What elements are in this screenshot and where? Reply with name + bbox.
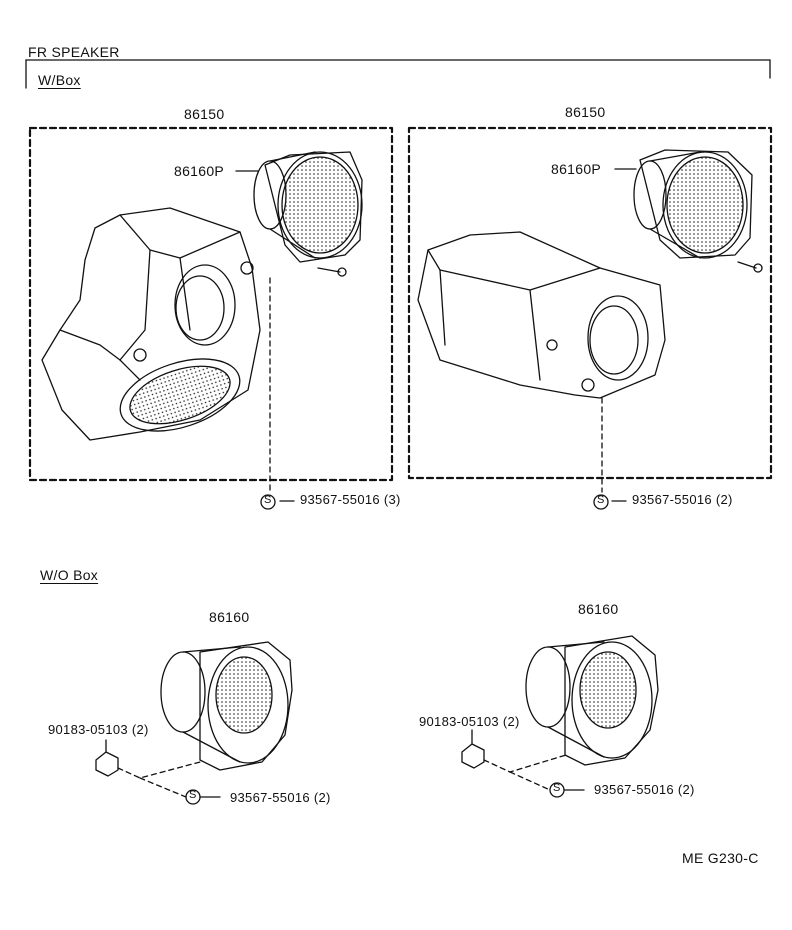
figure-code: ME G230-C bbox=[682, 850, 759, 866]
speaker-box-right bbox=[417, 231, 666, 399]
callout-speaker-right: 86160P bbox=[551, 161, 602, 177]
callout-box-right: 86150 bbox=[565, 104, 606, 120]
callout-screw-right: 93567-55016 (2) bbox=[632, 492, 733, 507]
screw-symbol-letter: S bbox=[553, 782, 561, 794]
screw-left bbox=[317, 267, 347, 277]
callout-screw-left: 93567-55016 (3) bbox=[300, 492, 401, 507]
wbox-heading: W/Box bbox=[38, 72, 81, 88]
screw-symbol-letter: S bbox=[597, 494, 605, 506]
screw-right bbox=[737, 261, 763, 273]
speaker-86160p-left bbox=[253, 151, 363, 263]
screw-symbol-letter: S bbox=[264, 494, 272, 506]
screw-symbol-letter: S bbox=[189, 789, 197, 801]
callout-wo-screw-left: 93567-55016 (2) bbox=[230, 790, 331, 805]
screw-symbol-right bbox=[593, 494, 609, 510]
callout-box-left: 86150 bbox=[184, 106, 225, 122]
wobox-heading: W/O Box bbox=[40, 567, 99, 583]
speaker-86160-wo-right bbox=[525, 635, 659, 766]
nut-right bbox=[461, 743, 485, 769]
callout-nut-right: 90183-05103 (2) bbox=[419, 714, 520, 729]
group-box-right bbox=[407, 126, 773, 480]
nut-left bbox=[95, 751, 119, 777]
speaker-86160p-right bbox=[633, 149, 753, 259]
callout-nut-left: 90183-05103 (2) bbox=[48, 722, 149, 737]
callout-wo-speaker-right: 86160 bbox=[578, 601, 619, 617]
section-title: FR SPEAKER bbox=[28, 44, 120, 60]
speaker-box-left bbox=[41, 207, 261, 441]
speaker-86160-wo-left bbox=[160, 641, 293, 771]
callout-speaker-left: 86160P bbox=[174, 163, 225, 179]
screw-symbol-left bbox=[260, 494, 276, 510]
group-box-left bbox=[28, 126, 394, 482]
callout-wo-speaker-left: 86160 bbox=[209, 609, 250, 625]
callout-wo-screw-right: 93567-55016 (2) bbox=[594, 782, 695, 797]
